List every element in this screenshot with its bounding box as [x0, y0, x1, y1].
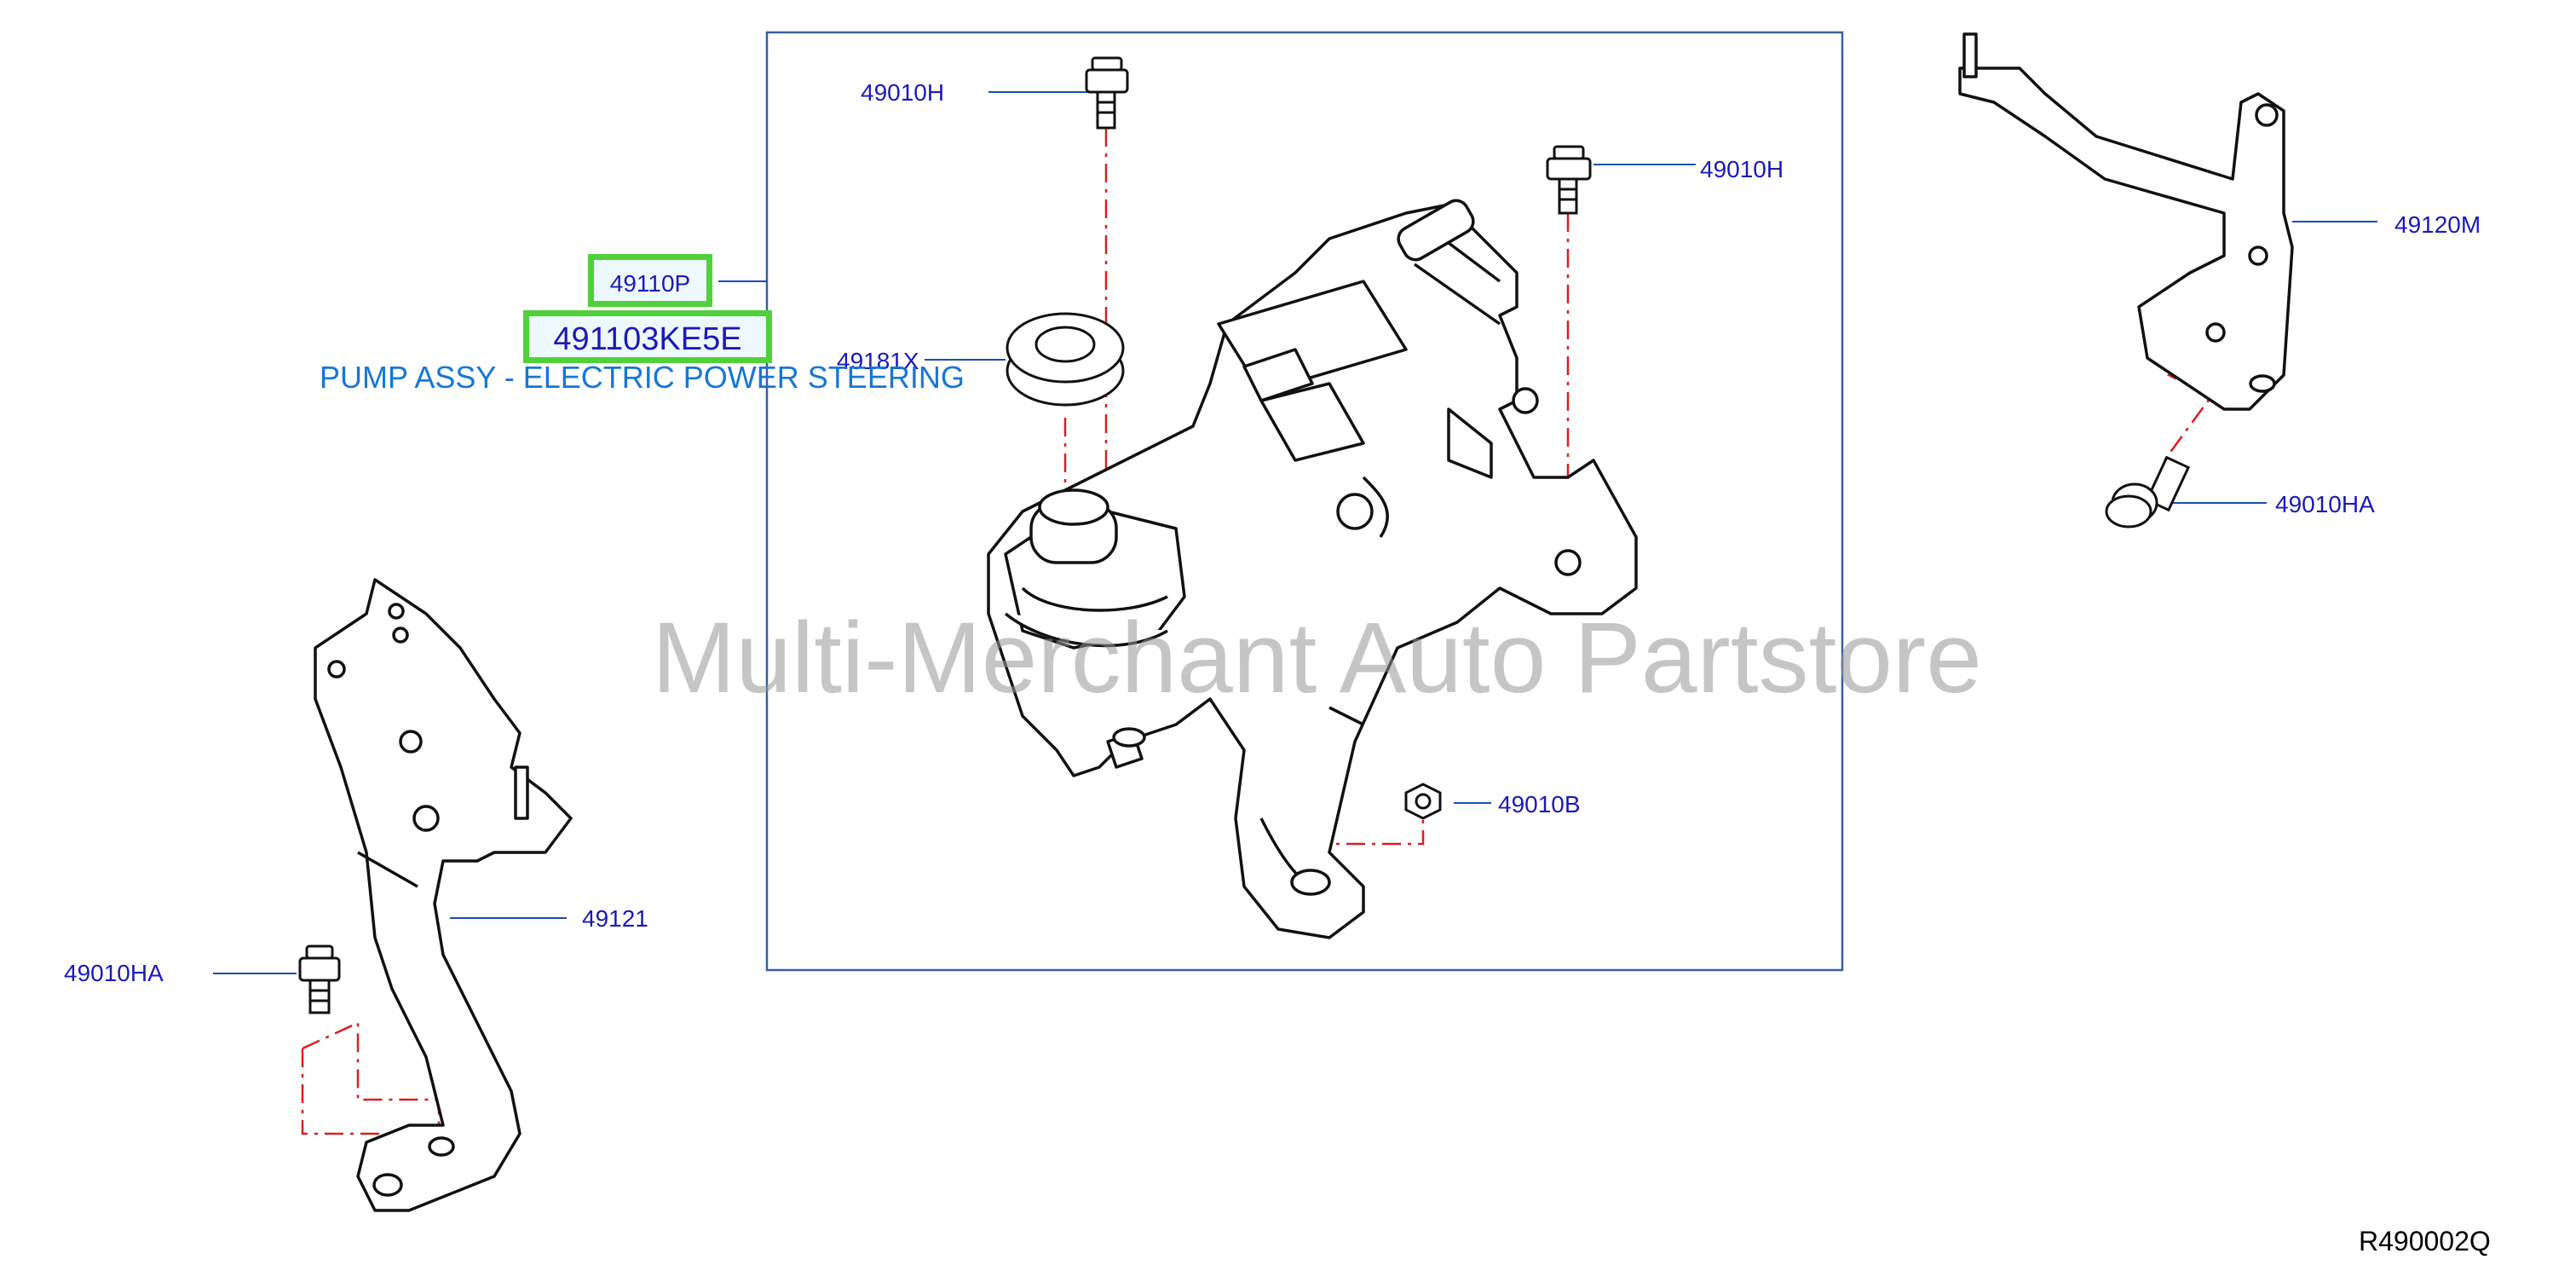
leader-lines	[213, 91, 2377, 974]
assembly-frame	[765, 31, 1844, 972]
label-bolt-ha-right[interactable]: 49010HA	[2275, 491, 2375, 517]
watermark: Multi-Merchant Auto Partstore	[652, 602, 1982, 714]
part-ref: 49110P	[609, 270, 691, 297]
bolt-top	[1085, 56, 1129, 130]
label-bracket-right[interactable]: 49120M	[2394, 211, 2481, 238]
part-ref-highlight[interactable]: 49110P	[588, 254, 712, 307]
bolt-ha-left	[298, 944, 341, 1014]
bracket-left	[314, 578, 573, 1212]
bolt-right	[1546, 145, 1592, 215]
diagram-code: R490002Q	[2359, 1226, 2491, 1256]
nut	[1404, 783, 1442, 820]
part-number-highlight[interactable]: 491103KE5E	[523, 310, 772, 363]
part-description: PUMP ASSY - ELECTRIC POWER STEERING	[320, 360, 965, 395]
bolt-ha-right	[2105, 455, 2191, 529]
grommet	[1006, 312, 1125, 407]
part-number: 491103KE5E	[553, 321, 742, 357]
bracket-right	[1958, 32, 2294, 411]
label-grommet[interactable]: 49181X	[837, 348, 919, 374]
label-bolt-ha-left[interactable]: 49010HA	[64, 960, 164, 986]
label-bolt-right[interactable]: 49010H	[1700, 156, 1784, 182]
label-bolt-top[interactable]: 49010H	[861, 79, 945, 106]
pump-assembly	[987, 199, 1638, 939]
label-bracket-left[interactable]: 49121	[582, 905, 648, 932]
label-nut[interactable]: 49010B	[1498, 791, 1581, 817]
